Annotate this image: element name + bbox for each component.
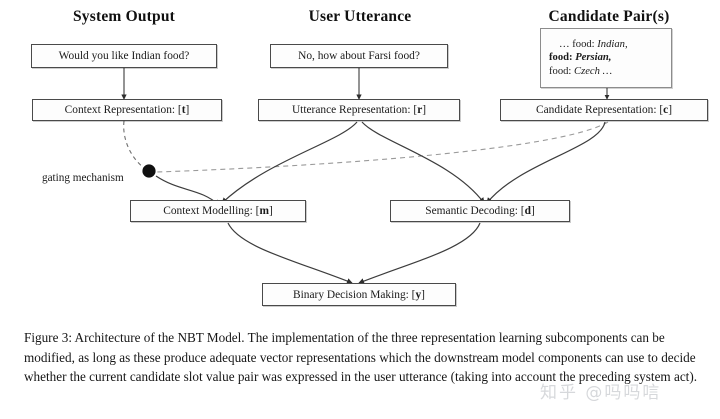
node-variable: c [663,104,669,116]
column-title-user-utterance: User Utterance [308,8,412,25]
candidate-pair-item-selected: food: Persian, [549,51,661,64]
candidate-pair-value: Persian, [575,52,612,64]
system-output-text: Would you like Indian food? [58,50,190,62]
candidate-pair-key: food: [549,52,573,64]
candidate-pairs-box: … food: Indian, food: Persian, food: Cze… [540,28,672,88]
node-label: Context Modelling: [ [163,205,260,217]
edge-context-rep-to-gate-dashed [123,120,145,169]
edge-utterance-rep-to-semantic-decoding [361,121,485,204]
figure-caption: Figure 3: Architecture of the NBT Model.… [24,330,698,385]
candidate-pair-key: food: [549,65,572,77]
system-output-box: Would you like Indian food? [31,44,217,68]
node-label: Binary Decision Making: [ [293,288,416,301]
edge-candidate-rep-to-gate-dashed [156,121,609,173]
figure-diagram: System Output User Utterance Candidate P… [31,8,708,306]
node-variable: t [181,104,186,116]
node-label: Semantic Decoding: [ [425,205,525,217]
candidate-pair-key: food: [572,39,595,51]
column-title-candidate-pairs: Candidate Pair(s) [548,8,670,25]
node-label-close: ] [268,205,273,217]
context-modelling-node: Context Modelling: [m] [130,200,306,222]
candidate-pair-prefix: … [559,39,573,51]
zhihu-watermark: 知乎 @吗吗唁 [540,383,662,403]
candidate-pair-item: food: Czech … [549,65,661,78]
edge-utterance-rep-to-context-modelling [221,121,358,204]
node-variable: d [524,205,531,217]
node-label-close: ] [421,288,425,301]
binary-decision-making-node: Binary Decision Making: [y] [262,283,456,306]
edge-semantic-decoding-to-binary-decision [358,222,481,284]
gating-mechanism-label: gating mechanism [42,172,124,184]
edge-context-modelling-to-binary-decision [227,222,353,284]
semantic-decoding-node: Semantic Decoding: [d] [390,200,570,222]
utterance-representation-node: Utterance Representation: [r] [258,99,460,121]
column-title-system-output: System Output [72,8,176,25]
node-label: Utterance Representation: [ [291,104,418,116]
user-utterance-text: No, how about Farsi food? [298,50,420,62]
node-variable: y [415,288,422,301]
candidate-representation-node: Candidate Representation: [c] [500,99,708,121]
node-variable: r [417,104,423,116]
node-label-close: ] [530,205,535,217]
node-label: Context Representation: [ [64,104,182,116]
gating-mechanism-dot [142,164,156,178]
edge-candidate-rep-to-semantic-decoding [486,121,606,204]
candidate-pair-item: … food: Indian, [549,38,661,51]
user-utterance-box: No, how about Farsi food? [270,44,448,68]
node-variable: m [259,205,269,217]
candidate-pair-value: Indian, [597,39,628,51]
node-label-close: ] [668,104,672,116]
node-label: Candidate Representation: [ [535,104,664,116]
node-label-close: ] [422,104,427,116]
candidate-pair-value: Czech … [574,65,612,77]
context-representation-node: Context Representation: [t] [32,99,222,121]
node-label-close: ] [185,104,190,116]
